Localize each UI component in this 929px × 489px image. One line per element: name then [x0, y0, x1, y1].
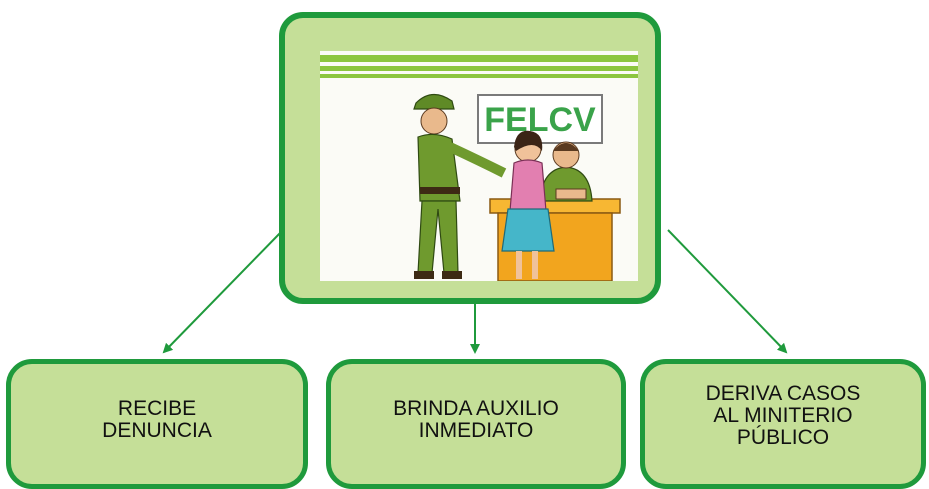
flow-diagram: FELCV [6, 12, 926, 489]
woman-icon [501, 130, 555, 279]
node-brinda-auxilio: BRINDA AUXILIO INMEDIATO [326, 359, 626, 489]
node-label: RECIBE DENUNCIA [102, 397, 212, 442]
arrow-right [667, 229, 788, 354]
node-deriva-casos: DERIVA CASOS AL MINITERIO PÚBLICO [640, 359, 926, 489]
felcv-sign: FELCV [477, 94, 603, 144]
node-label: BRINDA AUXILIO INMEDIATO [393, 397, 559, 442]
arrows-layer [162, 229, 788, 354]
police-officer-icon [413, 93, 507, 279]
node-label: DERIVA CASOS AL MINITERIO PÚBLICO [705, 382, 861, 449]
arrow-left [162, 229, 284, 354]
felcv-scene: FELCV [320, 55, 638, 281]
sign-text: FELCV [484, 101, 596, 139]
felcv-illustration: FELCV [320, 51, 638, 281]
source-box: FELCV [279, 12, 661, 304]
seated-officer-icon [539, 141, 593, 202]
node-recibe-denuncia: RECIBE DENUNCIA [6, 359, 308, 489]
